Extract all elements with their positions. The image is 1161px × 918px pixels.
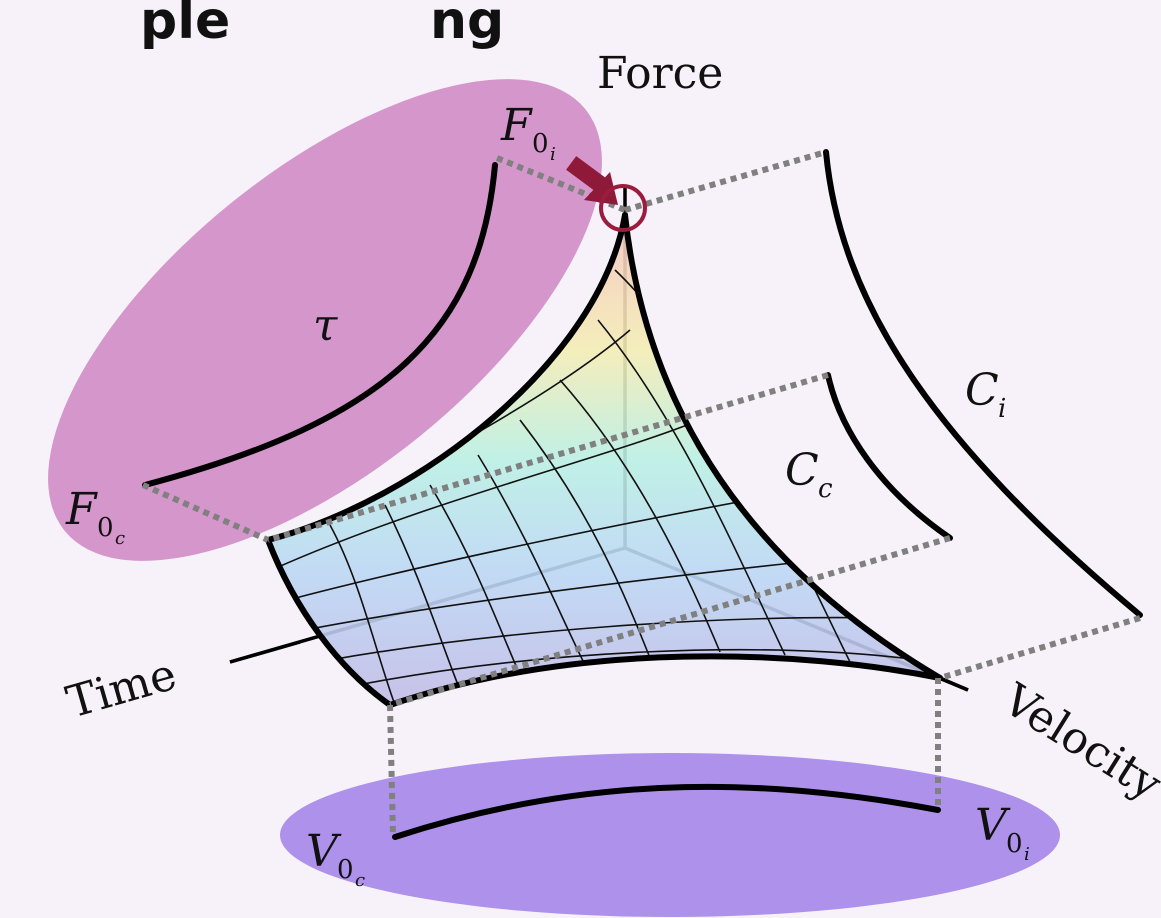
tau-curve — [142, 162, 498, 488]
svg-text:0: 0 — [97, 513, 114, 543]
f0i-label: F 0 i — [500, 100, 556, 165]
v0c-label: V 0 c — [306, 826, 365, 891]
svg-text:V: V — [975, 800, 1011, 851]
svg-text:i: i — [550, 144, 556, 165]
ci-label: C i — [965, 365, 1006, 424]
svg-text:V: V — [306, 826, 342, 877]
svg-text:i: i — [1024, 844, 1030, 865]
svg-text:c: c — [355, 870, 365, 891]
svg-text:F: F — [500, 100, 533, 151]
f0i-arrow — [566, 156, 618, 205]
svg-text:c: c — [818, 474, 833, 504]
velocity-projection-curve — [392, 783, 941, 840]
ci-curve — [823, 149, 1143, 618]
force-axis-label: Force — [597, 48, 723, 99]
partial-title-left: ple — [140, 0, 230, 51]
svg-text:c: c — [115, 528, 125, 549]
svg-text:i: i — [998, 394, 1006, 424]
peak-target-circle — [599, 184, 647, 232]
svg-text:C: C — [965, 365, 999, 416]
time-axis-label: Time — [61, 649, 182, 729]
svg-text:0: 0 — [1006, 829, 1023, 859]
v0i-label: V 0 i — [975, 800, 1030, 865]
cc-curve — [825, 372, 953, 541]
velocity-ellipse — [280, 753, 1060, 917]
svg-text:0: 0 — [532, 129, 549, 159]
svg-text:F: F — [65, 484, 98, 535]
cc-label: C c — [785, 445, 833, 504]
force-time-ellipse — [48, 79, 602, 561]
f0c-label: F 0 c — [65, 484, 125, 549]
svg-text:0: 0 — [337, 855, 354, 885]
partial-title-right: ng — [430, 0, 504, 51]
visible-axes — [229, 640, 969, 692]
velocity-axis-label: Velocity — [993, 674, 1161, 811]
svg-text:C: C — [785, 445, 819, 496]
tau-label: τ — [313, 300, 338, 351]
